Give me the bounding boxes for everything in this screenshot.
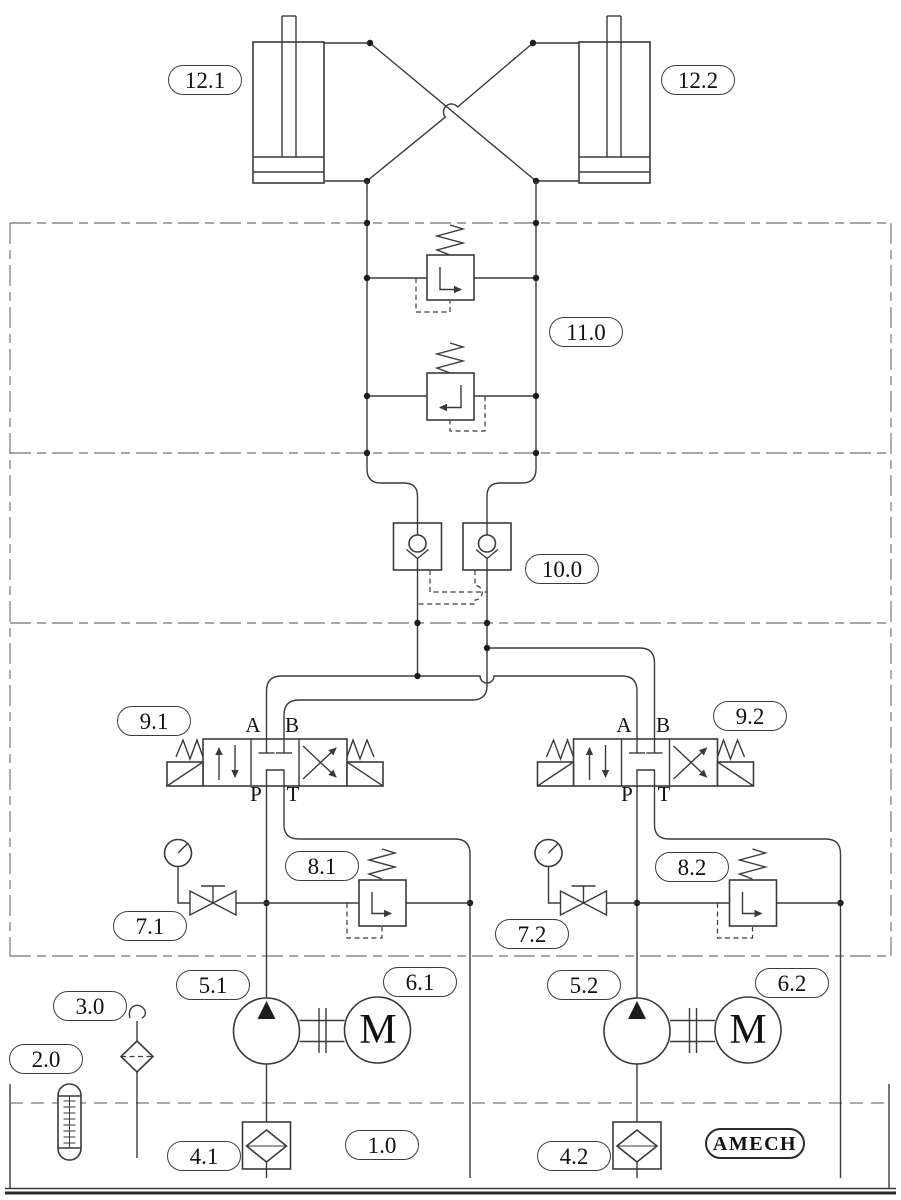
check-valve-block [283,522,512,739]
cylinder-symbol [252,15,370,184]
tag-relief-valve-right: 8.2 [655,852,729,882]
tag-motor-right: 6.2 [755,968,829,998]
power-unit-symbol [163,786,474,1178]
port-label-p-left: P [250,781,262,806]
tag-level-gauge: 2.0 [9,1044,83,1074]
tag-directional-valve-left: 9.1 [117,706,191,736]
cylinder-cross-lines [363,39,540,185]
amech-logo: AMECH [705,1128,805,1159]
tag-cylinder-right: 12.2 [661,65,735,95]
tag-pump-right: 5.2 [547,970,621,1000]
tag-counterbalance-block: 11.0 [549,317,623,347]
tag-reservoir: 1.0 [345,1130,419,1160]
counterbalance-block [363,224,540,432]
port-label-a-right: A [616,712,632,737]
work-line-buses [265,644,656,739]
tag-suction-filter-left: 4.1 [167,1141,241,1171]
tag-gauge-isolator-right: 7.2 [495,919,569,949]
tag-relief-valve-left: 8.1 [285,851,359,881]
air-breather-symbol [119,1004,155,1158]
port-label-b-right: B [655,712,670,737]
port-label-p-right: P [621,781,633,806]
port-label-b-left: B [284,712,299,737]
port-label-t-right: T [657,781,671,806]
tag-suction-filter-right: 4.2 [537,1141,611,1171]
tag-check-valve-block: 10.0 [525,554,599,584]
port-label-a-left: A [245,712,261,737]
motor-letter-right: M [729,1007,767,1053]
reservoir-symbol [5,1084,896,1195]
section-boundaries [9,222,892,957]
tag-pump-left: 5.1 [176,970,250,1000]
directional-valve-symbol-right [538,739,754,786]
tag-directional-valve-right: 9.2 [713,701,787,731]
tag-cylinder-left: 12.1 [168,65,242,95]
tag-motor-left: 6.1 [383,967,457,997]
directional-valve-symbol [166,737,384,787]
tag-gauge-isolator-left: 7.1 [113,911,187,941]
main-lines-upper [363,181,540,523]
motor-letter-left: M [359,1007,397,1053]
tag-air-breather: 3.0 [53,991,127,1021]
level-gauge-symbol [57,1083,82,1161]
port-label-t-left: T [286,781,300,806]
cylinder-symbol-right [532,15,651,184]
